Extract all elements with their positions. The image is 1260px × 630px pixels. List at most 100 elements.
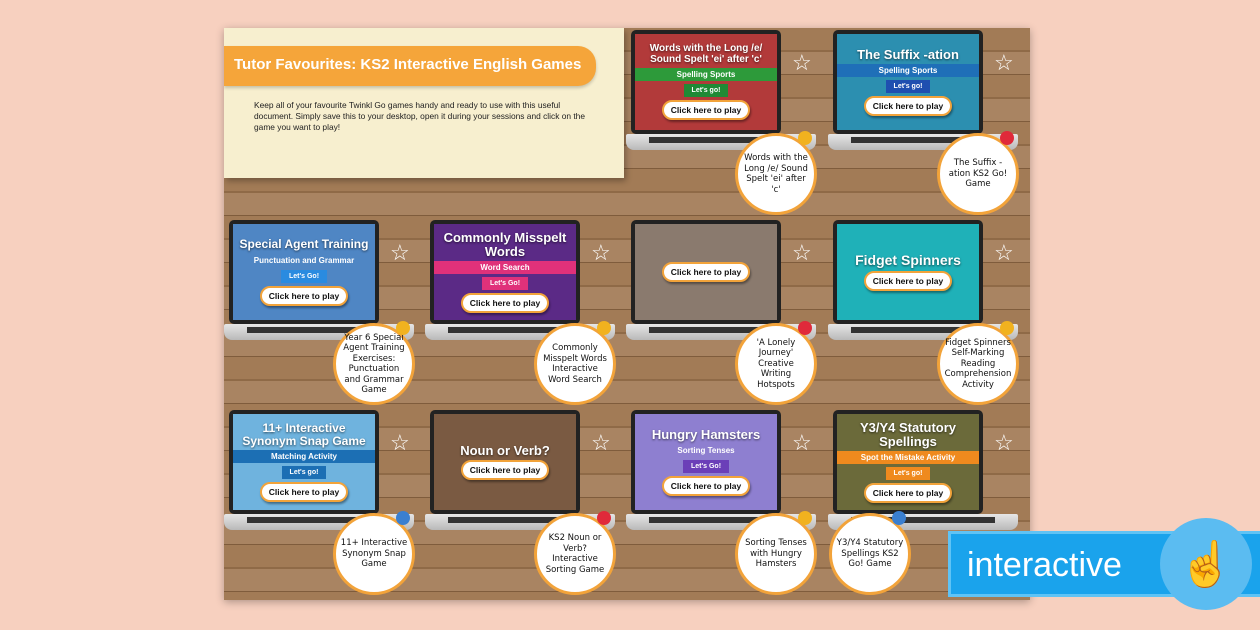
game-caption: Commonly Misspelt Words Interactive Word… <box>534 323 616 405</box>
click-here-to-play-button[interactable]: Click here to play <box>863 96 953 117</box>
caption-text: Year 6 Special Agent Training Exercises:… <box>343 332 405 396</box>
lets-go-button[interactable]: Let's go! <box>683 84 729 97</box>
game-caption: Fidget Spinners Self-Marking Reading Com… <box>937 323 1019 405</box>
click-here-to-play-button[interactable]: Click here to play <box>460 293 550 314</box>
game-subtitle: Sorting Tenses <box>677 446 735 456</box>
caption-text: Commonly Misspelt Words Interactive Word… <box>543 343 607 385</box>
laptop-keyboard <box>851 327 995 333</box>
caption-text: The Suffix -ation KS2 Go! Game <box>948 158 1008 190</box>
game-caption: 11+ Interactive Synonym Snap Game <box>333 513 415 595</box>
star-icon: ☆ <box>994 50 1014 75</box>
laptop-keyboard <box>649 327 793 333</box>
star-icon: ☆ <box>591 430 611 455</box>
lets-go-button[interactable]: Let's Go! <box>280 269 328 283</box>
click-here-to-play-button[interactable]: Click here to play <box>863 483 953 504</box>
game-caption: Sorting Tenses with Hungry Hamsters <box>735 513 817 595</box>
star-icon: ☆ <box>591 240 611 265</box>
game-title: Y3/Y4 Statutory Spellings <box>859 419 957 449</box>
laptop-keyboard <box>851 137 995 143</box>
laptop-keyboard <box>247 517 391 523</box>
game-caption: Y3/Y4 Statutory Spellings KS2 Go! Game <box>829 513 911 595</box>
star-icon: ☆ <box>390 240 410 265</box>
intro-text: Keep all of your favourite Twinkl Go gam… <box>254 100 585 132</box>
laptop-keyboard <box>649 517 793 523</box>
game-subtitle: Punctuation and Grammar <box>253 255 355 265</box>
game-thumbnail[interactable]: Noun or Verb? Click here to play <box>434 414 576 510</box>
game-subtitle: Word Search <box>434 261 576 275</box>
game-subtitle: Spelling Sports <box>635 68 777 81</box>
laptop-keyboard <box>649 137 793 143</box>
click-here-to-play-button[interactable]: Click here to play <box>460 460 550 481</box>
document-page: Tutor Favourites: KS2 Interactive Englis… <box>224 28 1030 600</box>
game-caption: 'A Lonely Journey' Creative Writing Hots… <box>735 323 817 405</box>
laptop-keyboard <box>851 517 995 523</box>
pushpin-icon <box>597 511 611 525</box>
game-subtitle: Spelling Sports <box>837 64 979 78</box>
click-here-to-play-button[interactable]: Click here to play <box>661 476 751 497</box>
game-title: Commonly Misspelt Words <box>443 229 567 259</box>
lets-go-button[interactable]: Let's Go! <box>481 277 529 291</box>
star-icon: ☆ <box>390 430 410 455</box>
pushpin-icon <box>798 511 812 525</box>
pushpin-icon <box>396 511 410 525</box>
game-subtitle: Spot the Mistake Activity <box>837 451 979 465</box>
game-screen[interactable]: Noun or Verb? Click here to play <box>430 410 580 514</box>
lets-go-button[interactable]: Let's go! <box>885 467 931 481</box>
star-icon: ☆ <box>994 240 1014 265</box>
caption-text: Fidget Spinners Self-Marking Reading Com… <box>944 337 1012 390</box>
caption-text: 'A Lonely Journey' Creative Writing Hots… <box>756 337 796 390</box>
game-screen[interactable]: Words with the Long /e/ Sound Spelt 'ei'… <box>631 30 781 134</box>
pushpin-icon <box>396 321 410 335</box>
game-title: Noun or Verb? <box>460 442 550 458</box>
click-here-to-play-button[interactable]: Click here to play <box>259 482 349 503</box>
star-icon: ☆ <box>792 430 812 455</box>
lets-go-button[interactable]: Let's go! <box>885 80 931 94</box>
game-caption: The Suffix -ation KS2 Go! Game <box>937 133 1019 215</box>
pushpin-icon <box>798 321 812 335</box>
click-here-to-play-button[interactable]: Click here to play <box>259 285 349 306</box>
pushpin-icon <box>892 511 906 525</box>
game-subtitle: Matching Activity <box>233 450 375 464</box>
game-caption: KS2 Noun or Verb? Interactive Sorting Ga… <box>534 513 616 595</box>
pushpin-icon <box>798 131 812 145</box>
lets-go-button[interactable]: Let's go! <box>281 466 327 480</box>
game-screen[interactable]: Click here to play <box>631 220 781 324</box>
caption-text: Words with the Long /e/ Sound Spelt 'ei'… <box>744 153 808 195</box>
pushpin-icon <box>1000 131 1014 145</box>
game-caption: Year 6 Special Agent Training Exercises:… <box>333 323 415 405</box>
game-title: 11+ Interactive Synonym Snap Game <box>242 420 366 448</box>
caption-text: 11+ Interactive Synonym Snap Game <box>340 538 408 570</box>
laptop-keyboard <box>448 327 592 333</box>
paper-note: Tutor Favourites: KS2 Interactive Englis… <box>224 28 624 178</box>
star-icon: ☆ <box>792 50 812 75</box>
laptop-keyboard <box>448 517 592 523</box>
game-thumbnail[interactable]: Click here to play <box>635 224 777 320</box>
caption-text: Sorting Tenses with Hungry Hamsters <box>745 538 807 570</box>
laptop-keyboard <box>247 327 391 333</box>
click-here-to-play-button[interactable]: Click here to play <box>661 100 751 120</box>
pushpin-icon <box>597 321 611 335</box>
game-title: Hungry Hamsters <box>651 426 761 442</box>
page-title: Tutor Favourites: KS2 Interactive Englis… <box>224 46 596 86</box>
star-icon: ☆ <box>792 240 812 265</box>
lets-go-button[interactable]: Let's Go! <box>682 460 730 474</box>
caption-text: KS2 Noun or Verb? Interactive Sorting Ga… <box>545 533 605 575</box>
click-here-to-play-button[interactable]: Click here to play <box>661 262 751 282</box>
game-thumbnail[interactable]: Words with the Long /e/ Sound Spelt 'ei'… <box>635 34 777 130</box>
game-title: Special Agent Training <box>239 237 369 252</box>
click-here-to-play-button[interactable]: Click here to play <box>863 270 953 291</box>
